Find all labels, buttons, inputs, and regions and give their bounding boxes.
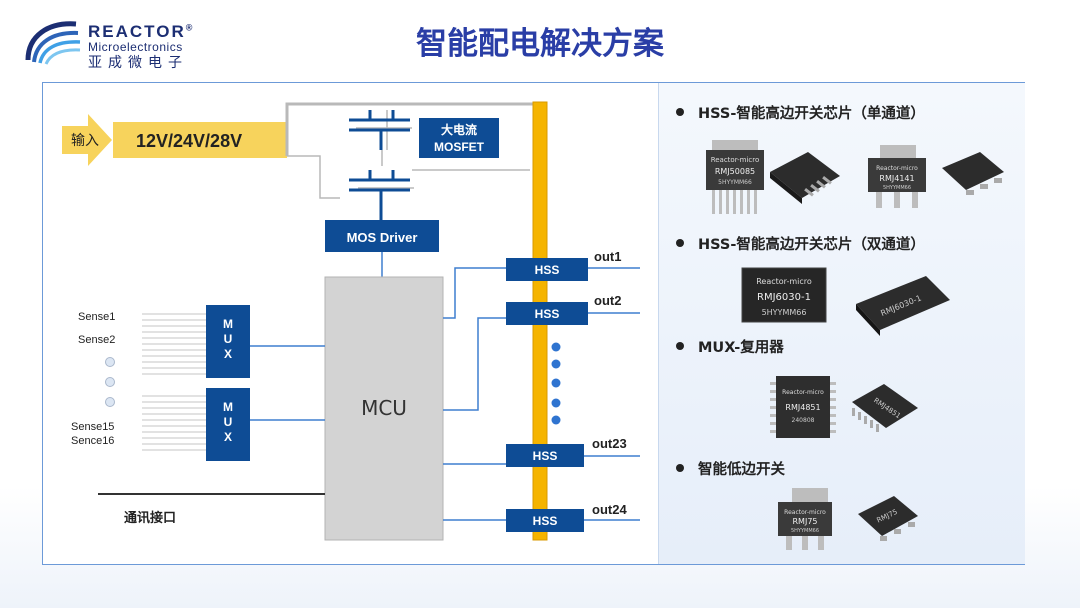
voltage-label: 12V/24V/28V: [136, 131, 242, 151]
mosfet-symbol-top: [349, 110, 410, 150]
out24-label: out24: [592, 502, 627, 517]
svg-text:Reactor-micro: Reactor-micro: [876, 165, 918, 172]
reactor-logo: REACTOR® Microelectronics 亚成微电子: [22, 16, 222, 71]
hss-box-out24: HSS: [506, 509, 584, 532]
hss-box-out1: HSS: [506, 258, 588, 281]
svg-text:X: X: [224, 430, 232, 444]
svg-text:HSS: HSS: [535, 263, 560, 277]
sense15-label: Sense15: [71, 421, 114, 433]
voltage-bar: 12V/24V/28V: [113, 122, 287, 158]
svg-text:大电流: 大电流: [441, 122, 477, 137]
svg-text:5HYYMM66: 5HYYMM66: [718, 179, 752, 186]
svg-text:U: U: [224, 415, 233, 429]
svg-text:RMJ6030-1: RMJ6030-1: [757, 292, 811, 303]
chip-rmj50085-front: Reactor-micro RMJ50085 5HYYMM66: [706, 140, 764, 214]
section-low-side: 智能低边开关: [676, 458, 785, 479]
svg-text:Reactor-micro: Reactor-micro: [782, 389, 824, 396]
sense2-label: Sense2: [78, 334, 115, 346]
svg-text:M: M: [223, 400, 233, 414]
mosfet-box: 大电流 MOSFET: [419, 118, 499, 158]
comm-label: 通讯接口: [124, 510, 176, 526]
brand-subtitle: Microelectronics: [88, 40, 183, 54]
chip-rmj4141-front: Reactor-micro RMJ4141 5HYYMM66: [868, 145, 926, 208]
svg-text:5HYYMM66: 5HYYMM66: [762, 308, 807, 317]
svg-text:MOSFET: MOSFET: [434, 140, 485, 154]
svg-text:Reactor-micro: Reactor-micro: [711, 156, 760, 164]
sense-ellipsis-dots: [105, 357, 115, 407]
svg-text:HSS: HSS: [535, 307, 560, 321]
hss-ellipsis-dots: [551, 342, 561, 425]
svg-text:RMJ4141: RMJ4141: [879, 174, 914, 183]
power-wires: [285, 102, 536, 156]
svg-text:X: X: [224, 347, 232, 361]
hss-box-out2: HSS: [506, 302, 588, 325]
chip-rmj4141-angled: [942, 152, 1004, 195]
mux-box-1: M U X: [206, 305, 250, 378]
svg-text:HSS: HSS: [533, 449, 558, 463]
brand-name: REACTOR®: [88, 22, 193, 41]
hss-box-out23: HSS: [506, 444, 584, 467]
chip-rmj50085-angled: [770, 152, 840, 204]
page-title: 智能配电解决方案: [416, 26, 664, 62]
sense1-label: Sense1: [78, 311, 115, 323]
input-arrow: 输入: [62, 114, 112, 166]
mos-driver-box: MOS Driver: [325, 220, 439, 252]
chip-rmj75-angled: RMJ75: [858, 496, 918, 541]
svg-text:5HYYMM66: 5HYYMM66: [791, 528, 819, 534]
svg-text:RMJ4851: RMJ4851: [785, 403, 820, 412]
brand-chinese: 亚成微电子: [88, 55, 188, 71]
svg-text:U: U: [224, 332, 233, 346]
mosfet-symbol-bottom: [349, 170, 410, 220]
section-hss-dual: HSS-智能高边开关芯片（双通道）: [676, 233, 925, 254]
section-hss-single: HSS-智能高边开关芯片（单通道）: [676, 102, 925, 123]
bullet-icon: [676, 464, 684, 472]
svg-text:240808: 240808: [792, 417, 815, 424]
bullet-icon: [676, 342, 684, 350]
chip-rmj4851-front: Reactor-micro RMJ4851 240808: [770, 376, 836, 438]
svg-text:RMJ75: RMJ75: [793, 517, 818, 526]
section-mux: MUX-复用器: [676, 336, 784, 357]
sense16-label: Sence16: [71, 435, 114, 447]
mux-box-2: M U X: [206, 388, 250, 461]
sense-lines: [142, 313, 206, 451]
out2-label: out2: [594, 293, 621, 308]
output-labels: out1 out2 out23 out24: [592, 249, 627, 517]
chip-rmj6030-angled: RMJ6030-1: [856, 276, 950, 336]
svg-text:MOS Driver: MOS Driver: [347, 230, 418, 245]
svg-text:Reactor-micro: Reactor-micro: [784, 509, 826, 516]
mosfet-wires: [287, 110, 530, 199]
chip-rmj6030-front: Reactor-micro RMJ6030-1 5HYYMM66: [741, 267, 827, 323]
mcu-box: MCU: [324, 276, 444, 541]
svg-text:5HYYMM66: 5HYYMM66: [883, 185, 911, 191]
input-label: 输入: [71, 133, 99, 149]
control-wires: [443, 267, 506, 521]
sense-labels: Sense1 Sense2 Sense15 Sence16: [71, 311, 115, 447]
bullet-icon: [676, 239, 684, 247]
out1-label: out1: [594, 249, 621, 264]
svg-text:HSS: HSS: [533, 514, 558, 528]
reactor-logo-icon: [25, 21, 81, 65]
svg-text:MCU: MCU: [361, 396, 407, 420]
svg-text:RMJ50085: RMJ50085: [715, 167, 755, 176]
chip-rmj75-front: Reactor-micro RMJ75 5HYYMM66: [778, 488, 832, 550]
svg-text:Reactor-micro: Reactor-micro: [756, 277, 812, 286]
out23-label: out23: [592, 436, 627, 451]
chip-rmj4851-angled: RMJ4851: [852, 384, 918, 432]
bullet-icon: [676, 108, 684, 116]
output-wires: [584, 267, 640, 521]
svg-text:M: M: [223, 317, 233, 331]
